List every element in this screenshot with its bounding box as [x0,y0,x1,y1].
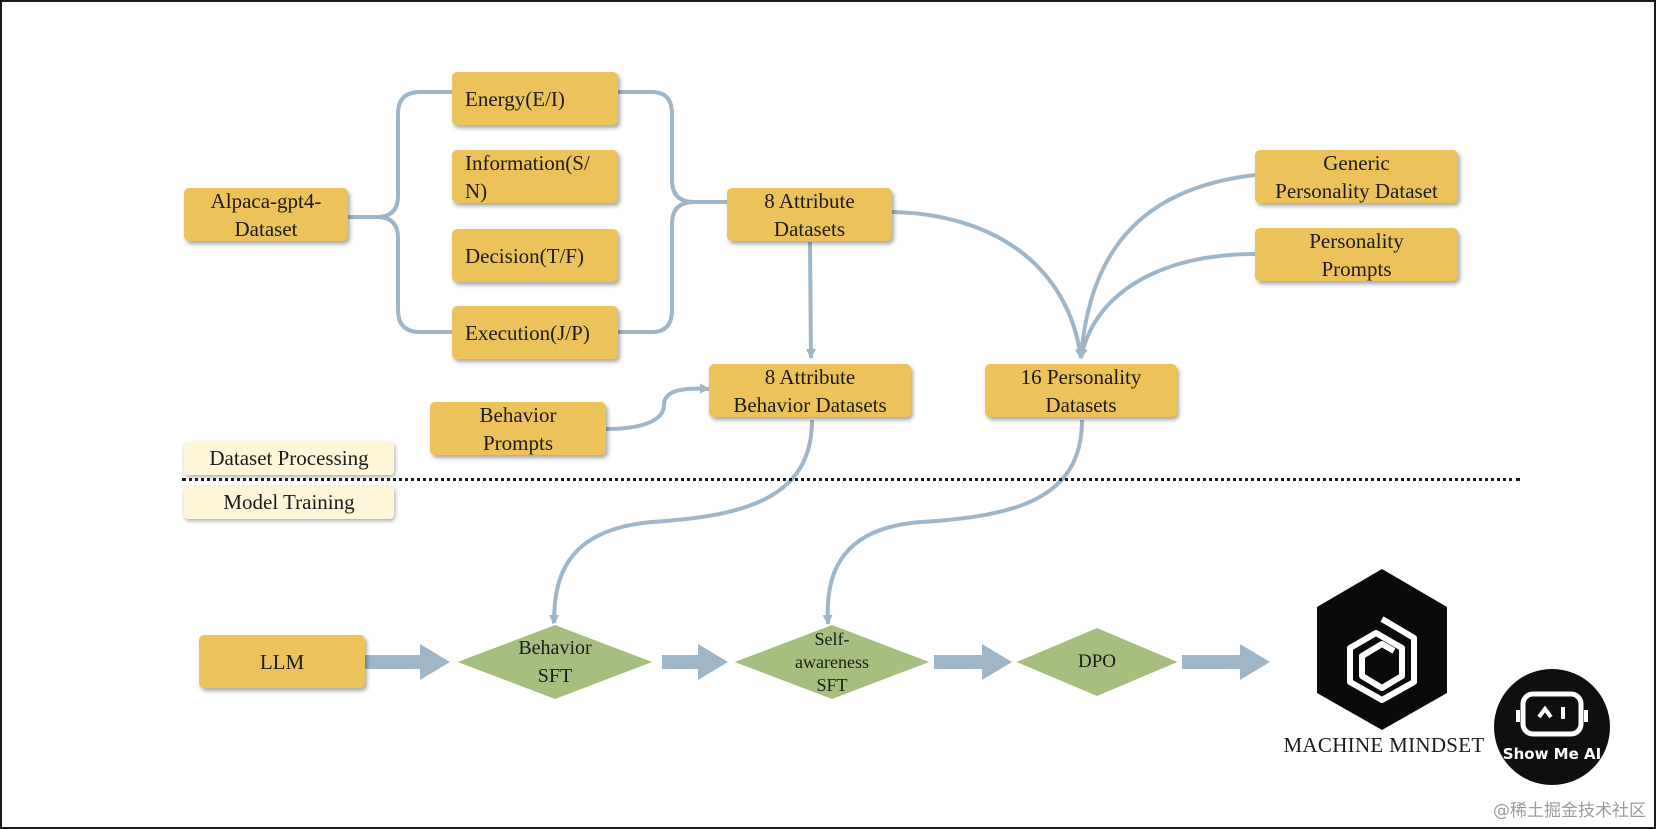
arrow-selfaware-to-dpo [934,644,1012,680]
edge-attr8-to-16 [891,210,1085,359]
brand-name: MACHINE MINDSET [1283,733,1485,757]
diamond-behavior-sft [452,622,658,702]
stage-label-model-training: Model Training [184,486,394,519]
stage-label-dataset-processing: Dataset Processing [184,442,394,475]
node-8-attribute-behavior-datasets: 8 Attribute Behavior Datasets [709,364,911,417]
node-self-awareness-sft-label: Self- awareness SFT [795,628,869,695]
machine-mindset-logo-icon [1317,569,1447,730]
node-decision: Decision(T/F) [452,229,618,282]
edge-alpaca-brace [348,90,452,219]
node-personality-prompts: Personality Prompts [1255,228,1458,281]
edge-prompts-to-behavior [605,383,710,431]
node-llm: LLM [199,635,365,688]
arrow-sft-to-selfaware [662,644,728,680]
node-dpo-label: DPO [1077,651,1116,672]
watermark: @稀土掘金技术社区 [1493,801,1646,821]
edge-generic-to-16 [1076,173,1256,359]
node-8-attribute-datasets: 8 Attribute Datasets [727,188,892,241]
node-energy: Energy(E/I) [452,72,618,125]
arrow-llm-to-sft [365,644,450,680]
diamond-self-awareness-sft [729,622,935,702]
node-behavior-prompts: Behavior Prompts [430,402,606,455]
diamond-dpo [1011,625,1183,699]
arrow-dpo-to-model [1182,644,1270,680]
node-information: Information(S/ N) [452,150,618,203]
robot-label: Show Me AI [1502,745,1602,763]
edge-behavior-to-sft [549,419,814,625]
node-alpaca-dataset: Alpaca-gpt4- Dataset [184,188,348,241]
edge-pprompts-to-16 [1077,252,1256,359]
edge-attr-brace-lower [618,200,695,334]
stage-divider [182,478,1520,481]
node-generic-personality-dataset: Generic Personality Dataset [1255,150,1458,203]
edge-attr8-to-behavior [805,241,816,359]
robot-icon [1494,669,1610,785]
edge-alpaca-brace-lower [376,215,452,334]
edge-attr-brace [618,90,727,204]
node-16-personality-datasets: 16 Personality Datasets [985,364,1177,417]
edge-16-to-selfaware [822,419,1084,625]
node-behavior-sft-label: Behavior SFT [518,637,592,687]
node-execution: Execution(J/P) [452,306,618,359]
